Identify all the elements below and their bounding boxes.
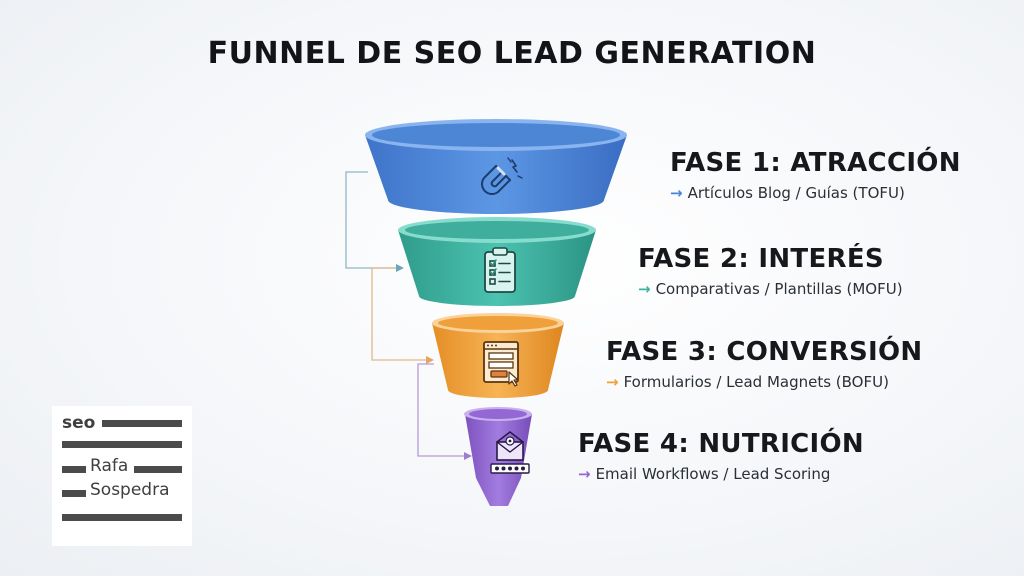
phase-2-title: FASE 2: INTERÉS [638, 244, 884, 274]
phase-1-subtitle-text: Artículos Blog / Guías (TOFU) [687, 184, 905, 202]
phase-1-label: FASE 1: ATRACCIÓN →Artículos Blog / Guía… [670, 148, 961, 202]
page-title: FUNNEL DE SEO LEAD GENERATION [207, 36, 817, 71]
phase-2-label: FASE 2: INTERÉS →Comparativas / Plantill… [638, 244, 903, 298]
phase-1-title: FASE 1: ATRACCIÓN [670, 148, 961, 178]
logo-rafa-text: Rafa [90, 456, 129, 476]
logo-bar [134, 466, 182, 473]
arrow-right-icon: → [606, 373, 619, 391]
phase-4-subtitle-text: Email Workflows / Lead Scoring [595, 465, 831, 483]
funnel-segment-3 [432, 313, 564, 398]
connector-lines [345, 171, 470, 457]
logo-bar [62, 466, 86, 473]
phase-2-subtitle-text: Comparativas / Plantillas (MOFU) [655, 280, 903, 298]
email-rating-icon [490, 430, 530, 474]
form-cursor-icon [483, 341, 519, 387]
phase-3-subtitle: →Formularios / Lead Magnets (BOFU) [606, 373, 923, 391]
brand-logo: seo Rafa Sospedra [52, 406, 192, 546]
phase-4-subtitle: →Email Workflows / Lead Scoring [578, 465, 864, 483]
phase-2-subtitle: →Comparativas / Plantillas (MOFU) [638, 280, 903, 298]
funnel-segment-1 [365, 119, 627, 214]
logo-sospedra-text: Sospedra [90, 480, 170, 500]
logo-bar [62, 514, 182, 521]
logo-bar [102, 420, 182, 427]
magnet-icon [481, 157, 523, 195]
connector-arrowheads [396, 264, 472, 460]
phase-3-label: FASE 3: CONVERSIÓN →Formularios / Lead M… [606, 337, 923, 391]
arrow-right-icon: → [670, 184, 683, 202]
connector-2-3 [371, 267, 432, 361]
phase-3-title: FASE 3: CONVERSIÓN [606, 337, 923, 367]
logo-seo-text: seo [62, 413, 96, 433]
phase-4-title: FASE 4: NUTRICIÓN [578, 429, 864, 459]
arrow-right-icon: → [638, 280, 651, 298]
phase-4-label: FASE 4: NUTRICIÓN →Email Workflows / Lea… [578, 429, 864, 483]
logo-bar [62, 490, 86, 497]
phase-3-subtitle-text: Formularios / Lead Magnets (BOFU) [623, 373, 889, 391]
logo-bar [62, 441, 182, 448]
arrow-right-icon: → [578, 465, 591, 483]
checklist-icon [484, 247, 516, 293]
phase-1-subtitle: →Artículos Blog / Guías (TOFU) [670, 184, 961, 202]
